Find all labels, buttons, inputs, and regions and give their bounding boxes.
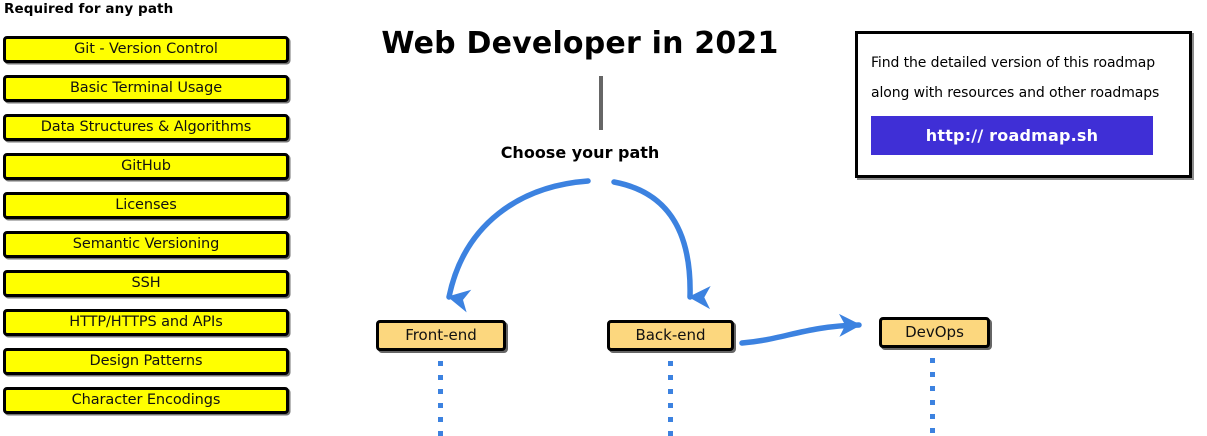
required-skills-list: Git - Version Control Basic Terminal Usa… xyxy=(3,36,289,426)
required-skill-label: Data Structures & Algorithms xyxy=(40,119,252,136)
required-skill-item[interactable]: Design Patterns xyxy=(3,348,289,375)
required-skill-item[interactable]: GitHub xyxy=(3,153,289,180)
title-stem-line xyxy=(599,76,603,130)
required-skill-item[interactable]: HTTP/HTTPS and APIs xyxy=(3,309,289,336)
required-skill-label: Design Patterns xyxy=(89,353,203,370)
card-description-line-2: along with resources and other roadmaps xyxy=(871,85,1160,101)
page-title: Web Developer in 2021 xyxy=(381,26,779,61)
required-skill-label: GitHub xyxy=(121,158,171,175)
required-skills-heading: Required for any path xyxy=(4,1,174,17)
required-skill-item[interactable]: SSH xyxy=(3,270,289,297)
dotted-line-devops xyxy=(930,358,935,436)
roadmap-url-button[interactable]: http:// roadmap.sh xyxy=(871,116,1153,155)
required-skill-label: HTTP/HTTPS and APIs xyxy=(69,314,223,331)
path-box-devops[interactable]: DevOps xyxy=(879,317,990,348)
roadmap-center-section: Web Developer in 2021 Choose your path xyxy=(300,0,860,436)
path-box-back-end[interactable]: Back-end xyxy=(607,320,734,351)
path-label: DevOps xyxy=(905,323,964,341)
path-box-front-end[interactable]: Front-end xyxy=(376,320,506,351)
required-skill-item[interactable]: Licenses xyxy=(3,192,289,219)
required-skill-item[interactable]: Character Encodings xyxy=(3,387,289,414)
choose-path-label: Choose your path xyxy=(500,143,660,162)
required-skill-item[interactable]: Semantic Versioning xyxy=(3,231,289,258)
roadmap-url-label: http:// roadmap.sh xyxy=(925,126,1099,145)
required-skill-label: Basic Terminal Usage xyxy=(69,80,223,97)
required-skill-label: Character Encodings xyxy=(71,392,221,409)
required-skill-item[interactable]: Data Structures & Algorithms xyxy=(3,114,289,141)
required-skill-label: SSH xyxy=(131,275,161,292)
roadmap-info-card: Find the detailed version of this roadma… xyxy=(855,31,1192,178)
dotted-line-back-end xyxy=(668,361,673,436)
required-skill-label: Git - Version Control xyxy=(74,41,218,58)
card-description-line-1: Find the detailed version of this roadma… xyxy=(871,55,1156,71)
required-skill-label: Licenses xyxy=(115,197,177,214)
dotted-line-front-end xyxy=(438,361,443,436)
required-skill-label: Semantic Versioning xyxy=(72,236,220,253)
required-skills-section: Required for any path Git - Version Cont… xyxy=(0,0,296,436)
path-label: Back-end xyxy=(635,326,706,344)
required-skill-item[interactable]: Git - Version Control xyxy=(3,36,289,63)
path-label: Front-end xyxy=(405,326,477,344)
required-skill-item[interactable]: Basic Terminal Usage xyxy=(3,75,289,102)
